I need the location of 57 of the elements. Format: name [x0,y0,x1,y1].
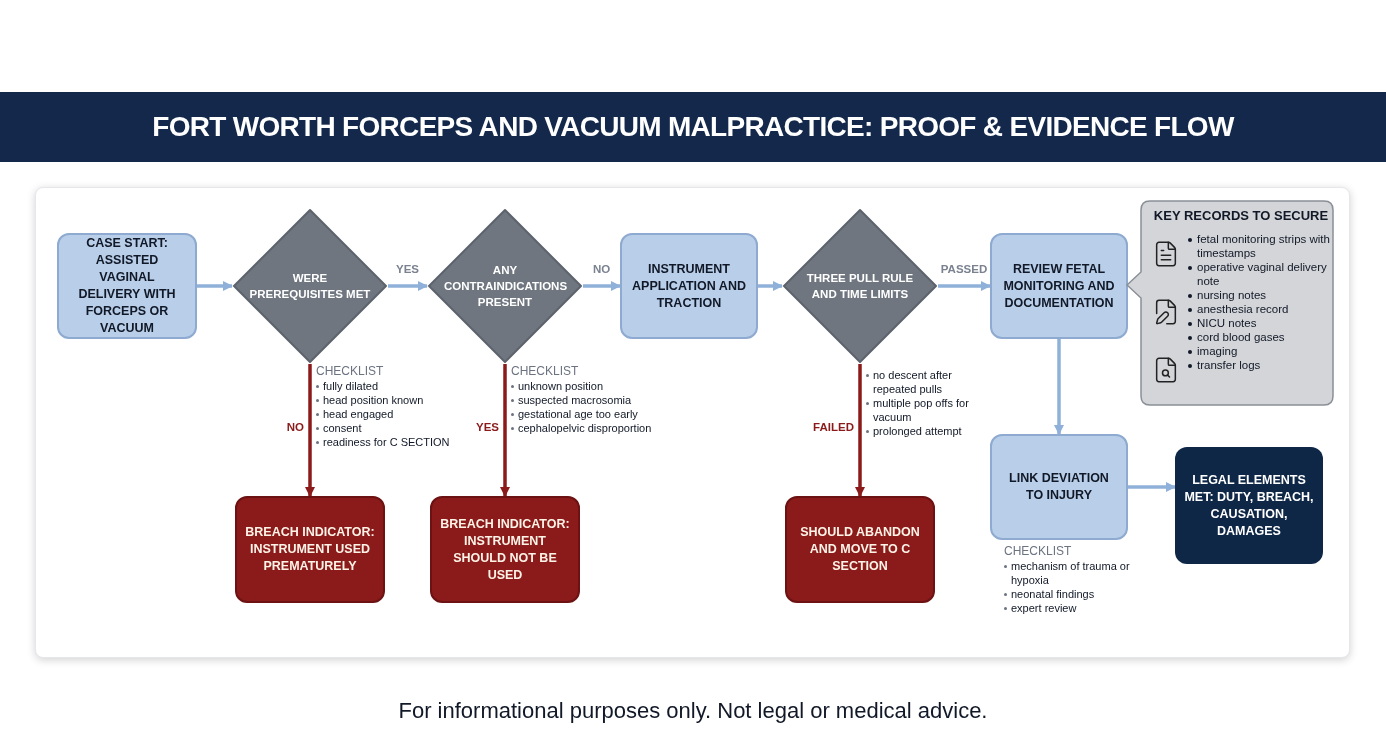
checklist-heading: CHECKLIST [1004,544,1073,559]
checklist-item: gestational age too early [518,407,638,421]
checklist-item: consent [323,421,362,435]
arrow [305,364,315,497]
record-item: transfer logs [1197,357,1261,372]
node-text: BREACH INDICATOR: INSTRUMENT SHOULD NOT BE USED [440,515,570,584]
node-text: CASE START: ASSISTED VAGINAL DELIVERY WITH FORCEPS OR VACUUM [77,235,177,337]
process-box [620,233,758,339]
checklist-item: prolonged attempt [873,424,962,438]
footer-note: For informational purposes only. Not legal or medical advice. [397,697,989,725]
arrow [758,281,783,291]
checklist-item: head engaged [323,407,394,421]
checklist-item: expert review [1011,601,1077,615]
breach-box [430,496,580,603]
node-text: SHOULD ABANDON AND MOVE TO C SECTION [799,524,921,575]
checklist-item: readiness for C SECTION [323,435,450,449]
diamond-label: THREE PULL RULE AND TIME LIMITS [805,271,915,302]
record-item: imaging [1197,343,1238,358]
record-item: nursing notes [1197,287,1267,302]
decision-diamond [782,208,938,364]
arrow [197,281,233,291]
title: FORT WORTH FORCEPS AND VACUUM MALPRACTICE: PROOF & EVIDENCE FLOW [152,110,1234,144]
diamond-label: WERE PREREQUISITES MET [249,271,371,302]
breach-box [235,496,385,603]
breach-box [785,496,935,603]
node-text: REVIEW FETAL MONITORING AND DOCUMENTATION [1002,260,1116,312]
diamond-label: ANY CONTRAINDICATIONS PRESENT [444,263,566,310]
checklist-heading: CHECKLIST [316,364,385,379]
checklist-item: neonatal findings [1011,587,1095,601]
checklist-item: unknown position [518,379,603,393]
callout-box [1126,200,1334,406]
checklist-heading: CHECKLIST [511,364,580,379]
record-item: cord blood gases [1197,329,1285,344]
process-box [990,233,1128,339]
arrow [855,364,865,497]
node-text: LEGAL ELEMENTS MET: DUTY, BREACH, CAUSATION, DAMAGES [1183,471,1315,540]
arrow [583,281,621,291]
arrow [1054,339,1064,435]
checklist-item: head position known [323,393,424,407]
record-item: NICU notes [1197,315,1257,330]
process-box [57,233,197,339]
arrow [388,281,428,291]
arrow [938,281,991,291]
arrow [1128,482,1176,492]
callout-heading: KEY RECORDS TO SECURE [1152,207,1330,225]
node-text: LINK DEVIATION TO INJURY [1008,470,1110,504]
outcome-box [1175,447,1323,564]
decision-diamond [232,208,388,364]
node-text: BREACH INDICATOR: INSTRUMENT USED PREMATURELY [245,524,375,575]
checklist-item: suspected macrosomia [518,393,632,407]
record-item: anesthesia record [1197,301,1289,316]
decision-diamond [427,208,583,364]
node-text: INSTRUMENT APPLICATION AND TRACTION [631,260,747,312]
checklist-item: fully dilated [323,379,379,393]
process-box [990,434,1128,540]
arrow [500,364,510,497]
checklist-item: cephalopelvic disproportion [518,421,652,435]
